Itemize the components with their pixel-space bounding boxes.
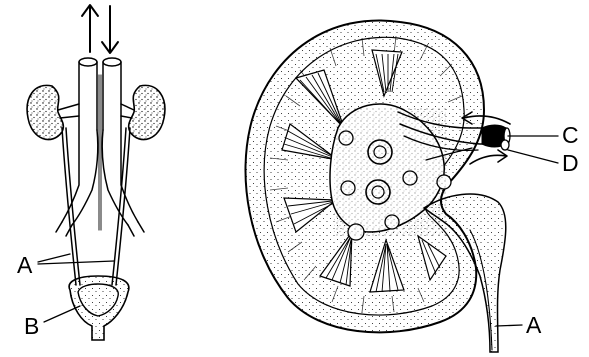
label-d: D <box>562 150 579 176</box>
arrow-down-icon <box>102 6 118 53</box>
urinary-system-overview: A B <box>17 5 165 340</box>
label-a-ureter-right: A <box>526 312 542 338</box>
kidney-cross-section: C D A <box>245 20 578 352</box>
label-c: C <box>562 122 579 148</box>
pelvis-texture <box>334 108 446 236</box>
pointer-b <box>44 306 80 322</box>
label-a-ureter: A <box>17 252 33 278</box>
arrow-right-icon <box>470 150 507 164</box>
label-b-bladder: B <box>24 313 39 339</box>
right-kidney <box>121 85 165 139</box>
bladder <box>69 276 129 340</box>
pointer-a-left <box>38 254 114 264</box>
pointer-d <box>508 150 558 163</box>
arrow-up-icon <box>82 5 98 52</box>
pointer-a-right <box>496 325 522 326</box>
left-kidney <box>27 85 79 139</box>
